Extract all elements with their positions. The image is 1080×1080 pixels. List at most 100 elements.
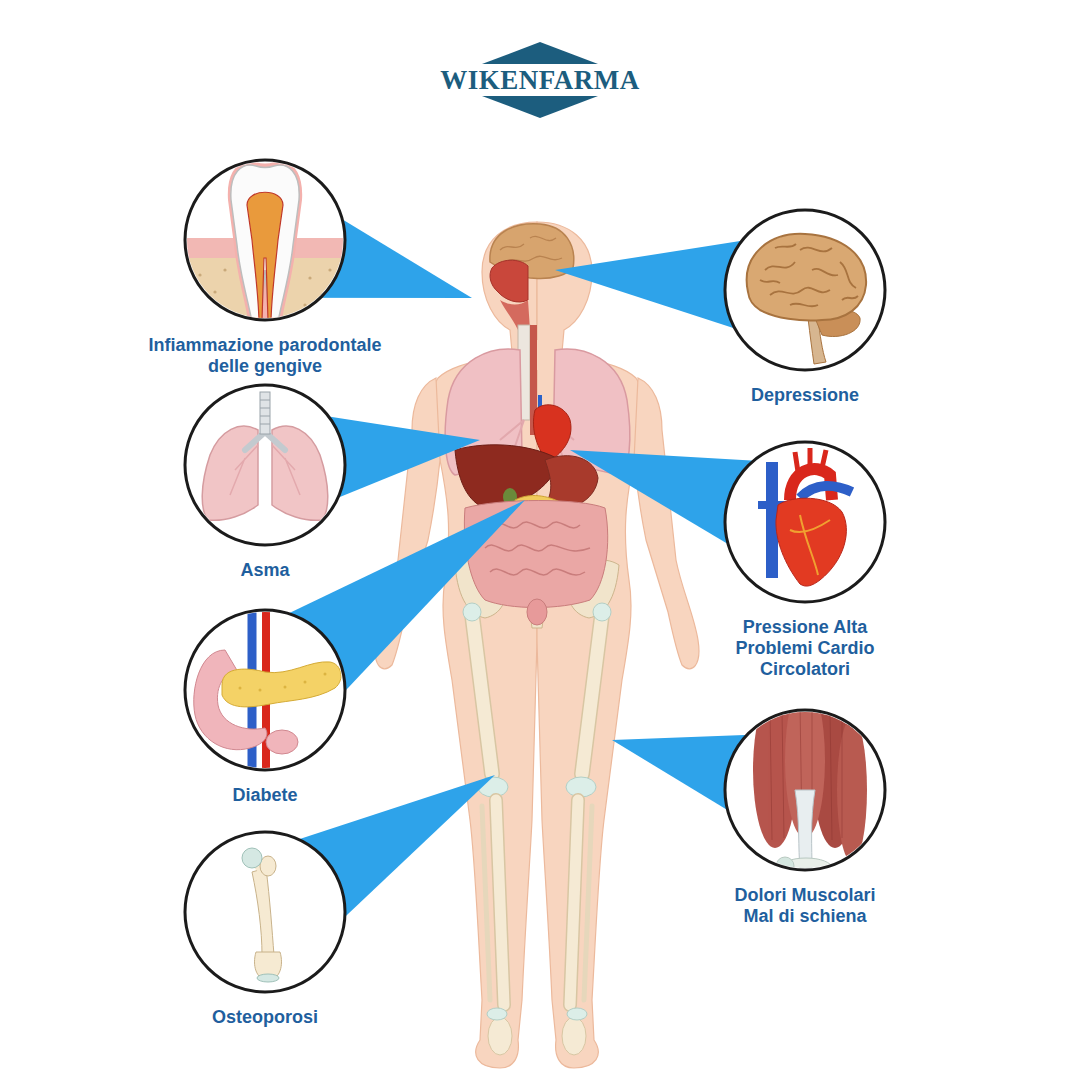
circle-outline (722, 439, 888, 605)
skeleton (455, 560, 512, 1055)
skeleton (463, 603, 481, 621)
skeleton (570, 800, 578, 1005)
skeleton (593, 603, 611, 621)
skeleton (487, 1008, 507, 1020)
pancreas-icon (239, 687, 242, 690)
internal-organs (485, 522, 590, 575)
circle-ground (185, 160, 885, 992)
circle-outline (722, 707, 888, 873)
tooth-icon (218, 310, 221, 313)
pancreas-icon (239, 673, 327, 692)
condition-label: Pressione Alta Problemi Cardio Circolato… (725, 617, 885, 680)
heart-icon (790, 515, 830, 575)
circle-outline (725, 710, 885, 870)
skeleton (482, 806, 490, 1000)
internal-organs (490, 260, 528, 302)
condition-callout: Osteoporosi (182, 829, 348, 1028)
condition-label: Diabete (185, 785, 345, 806)
circle-outline (182, 829, 348, 995)
skeleton (472, 614, 492, 774)
skeleton (496, 800, 504, 1005)
logo-diamond (482, 42, 598, 64)
lungs-icon (272, 426, 328, 520)
heart-icon (758, 448, 852, 586)
internal-organs (527, 599, 547, 625)
tooth-icon (198, 273, 201, 276)
lungs-icon (202, 426, 258, 520)
condition-label: Osteoporosi (185, 1007, 345, 1028)
body-silhouette (634, 378, 699, 669)
condition-label: Infiammazione parodontale delle gengive (138, 335, 393, 377)
tooth-icon (328, 268, 331, 271)
tooth-icon (308, 276, 311, 279)
brain-icon (747, 234, 866, 364)
heart-icon (776, 498, 846, 586)
lungs-icon (230, 445, 300, 495)
circle-ground (185, 385, 345, 545)
pancreas-icon (324, 673, 327, 676)
condition-callout: Pressione Alta Problemi Cardio Circolato… (722, 439, 888, 680)
tooth-icon (228, 161, 302, 326)
skeleton (488, 1017, 512, 1055)
skeleton (496, 800, 504, 1005)
circle-outline (185, 160, 345, 320)
tooth-icon (203, 303, 206, 306)
heart-icon (800, 486, 852, 498)
circle-outline (725, 210, 885, 370)
skeleton (472, 614, 492, 774)
tooth-icon (213, 290, 216, 293)
tooth-icon (223, 268, 226, 271)
pancreas-icon (304, 681, 307, 684)
skeleton (455, 560, 619, 1055)
skeleton (582, 614, 602, 774)
body-silhouette (432, 222, 537, 1068)
circle-ground (725, 442, 885, 602)
brain-icon (747, 234, 866, 321)
lungs-icon (245, 432, 285, 450)
lungs-icon (202, 392, 328, 520)
skeleton (570, 800, 578, 1005)
circle-outline (725, 442, 885, 602)
brand-title: WIKENFARMA (0, 64, 1080, 96)
condition-label: Asma (185, 560, 345, 581)
skeleton (582, 614, 602, 774)
condition-callout: Depressione (722, 207, 888, 406)
pancreas-icon (194, 612, 341, 770)
circle-outline (722, 207, 888, 373)
circle-ground (185, 610, 345, 770)
circle-ground (185, 832, 345, 992)
condition-label: Depressione (725, 385, 885, 406)
circle-outline (185, 610, 345, 770)
muscle-icon (795, 790, 815, 868)
tooth-icon (231, 165, 299, 322)
femur-icon (242, 848, 262, 868)
tooth-icon (247, 192, 283, 320)
condition-label: Dolori Muscolari Mal di schiena (725, 885, 885, 927)
circle-outline (182, 157, 348, 323)
lungs-icon (260, 400, 270, 424)
body-silhouette (537, 222, 699, 1068)
skeleton (584, 806, 592, 1000)
circle-outline (182, 607, 348, 773)
pancreas-icon (266, 730, 298, 754)
circle-ground (725, 210, 885, 370)
condition-callout: Dolori Muscolari Mal di schiena (722, 707, 888, 927)
femur-icon (257, 974, 279, 982)
internal-organs (500, 236, 562, 262)
condition-callout: Diabete (182, 607, 348, 806)
heart-icon (795, 448, 826, 472)
circle-outline (185, 385, 345, 545)
circle-outline (185, 832, 345, 992)
skeleton (567, 1008, 587, 1020)
condition-callout: Asma (182, 382, 348, 581)
internal-organs (464, 501, 607, 608)
pancreas-icon (259, 689, 262, 692)
circle-outline (182, 382, 348, 548)
tooth-icon (185, 161, 345, 328)
skeleton (562, 560, 619, 1055)
tooth-icon (303, 303, 306, 306)
skeleton (562, 1017, 586, 1055)
